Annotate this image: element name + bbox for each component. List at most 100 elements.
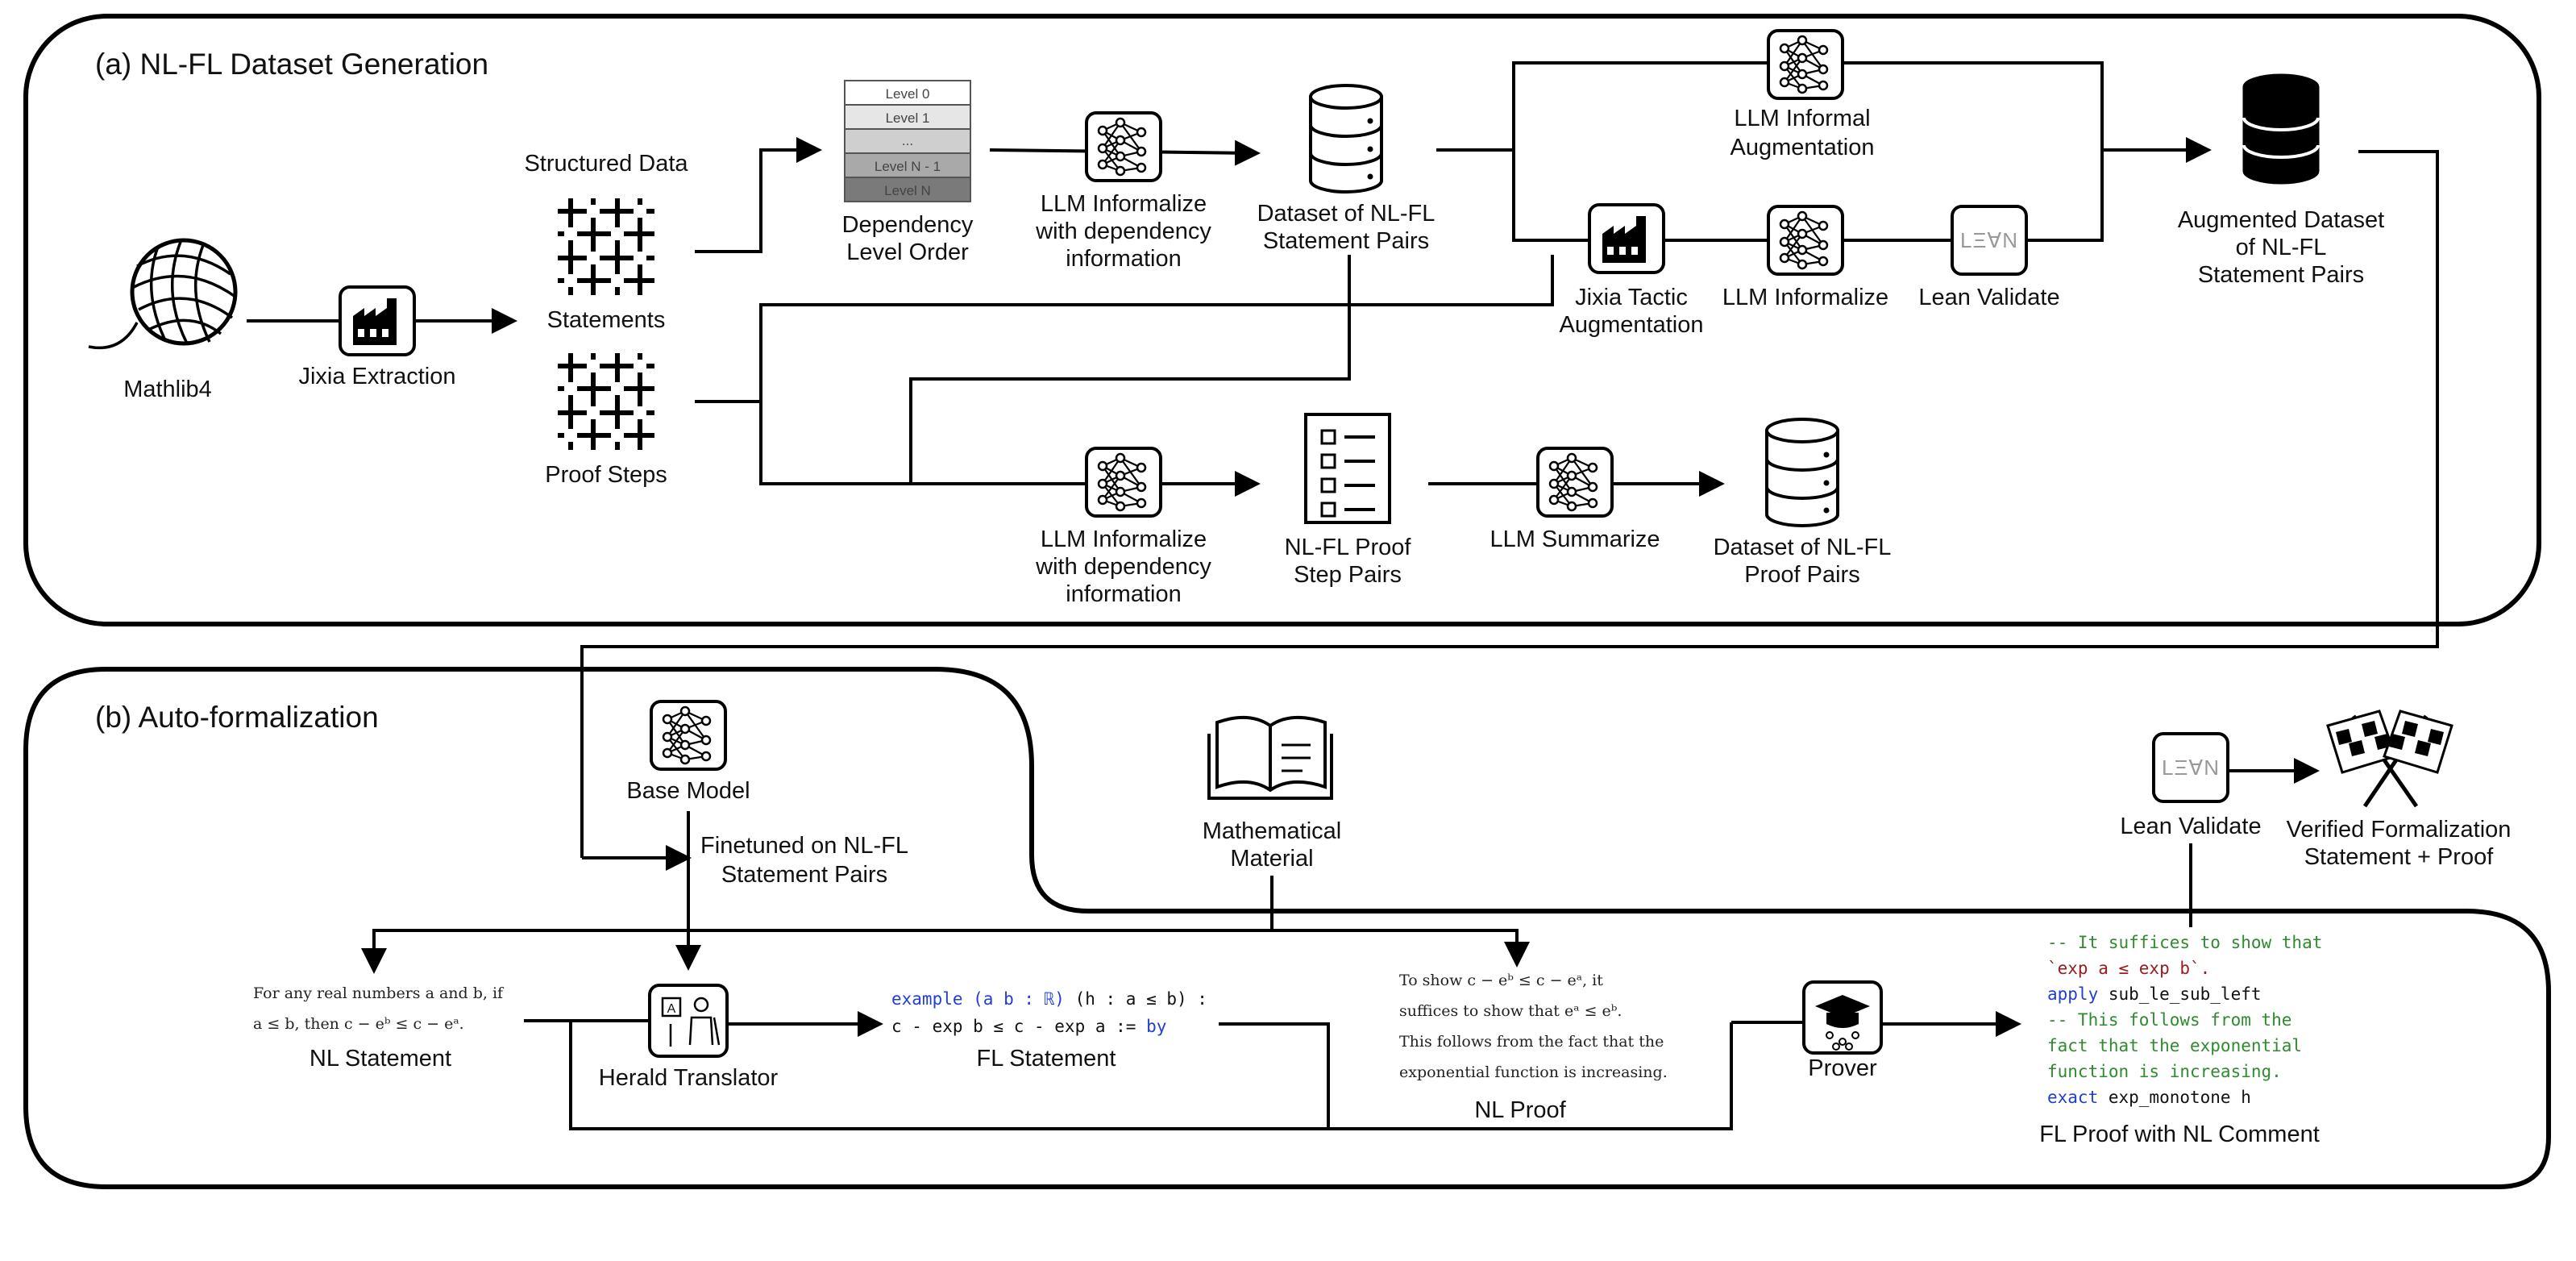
llm-informalize-dep2-1: LLM Informalize [1041,526,1207,552]
checkered-flags-icon [2326,710,2453,808]
fl-proof-c4: fact that the exponential [2047,1036,2302,1055]
llm-informal-aug-2: Augmentation [1730,135,1875,160]
statements-weave-icon [558,198,654,295]
llm-informal-aug-1: LLM Informal [1734,106,1870,131]
fl-proof-k1-line: apply sub_le_sub_left [2047,984,2262,1004]
llm-informal-aug-icon [1767,29,1844,100]
dataset-db-icon [1309,84,1383,194]
jixia-extraction-label: Jixia Extraction [298,364,455,389]
proof-step-pairs-1: NL-FL Proof [1285,535,1412,560]
dataset-statement-pairs-2: Statement Pairs [1263,228,1429,254]
jixia-tactic-1: Jixia Tactic [1575,285,1688,310]
llm-informalize-dep2-icon [1085,447,1162,518]
fl-code-kw1: example [891,989,963,1009]
herald-label: Herald Translator [599,1065,779,1091]
fl-proof-exact: exact [2047,1088,2098,1107]
dataset-proof-pairs-2: Proof Pairs [1744,562,1859,588]
herald-translator-icon: A [648,984,729,1058]
structured-data-label: Structured Data [524,151,688,177]
fl-code-hyp: (h : a ≤ b) : [1075,989,1207,1009]
nl-statement-label: NL Statement [310,1046,451,1072]
fl-proof-exact-rest: exp_monotone h [2098,1088,2251,1107]
arrow-to-nl-statement [361,929,1272,974]
line-augmented-to-finetune [580,150,2439,858]
lean-validate-label-a: Lean Validate [1918,285,2059,310]
dependency-label-2: Level Order [846,239,969,265]
llm-informalize-dep2-3: information [1066,581,1181,607]
base-model-label: Base Model [626,778,750,804]
llm-informalize-dep-icon [1085,111,1162,182]
statements-label: Statements [547,307,666,333]
finetuned-1: Finetuned on NL-FL [700,833,908,859]
lean-validate-icon [1951,205,2028,276]
jixia-tactic-2: Augmentation [1560,312,1704,338]
augmented-dataset-3: Statement Pairs [2198,262,2364,288]
augmented-dataset-2: of NL-FL [2236,235,2327,260]
level-ellipsis: ... [902,133,913,148]
arrow-statements-levels [695,137,822,253]
line-dataset-down [909,255,1351,484]
jixia-tactic-icon [1588,203,1665,274]
finetuned-2: Statement Pairs [721,862,887,888]
fl-code-args: (a b : ℝ) [963,989,1075,1009]
llm-informalize-dep-3: information [1066,246,1181,272]
nl-statement-text-2: a ≤ b, then c − eᵇ ≤ c − eᵃ. [253,1015,464,1033]
panel-b-title: (b) Auto-formalization [95,701,379,734]
fl-proof-apply-rest: sub_le_sub_left [2098,984,2261,1004]
math-material-1: Mathematical [1203,818,1341,844]
line-proofsteps-branch [695,255,1554,403]
lean-validate-label-b: Lean Validate [2120,814,2261,839]
fl-code-line-2: c - exp b ≤ c - exp a := by [891,1017,1166,1036]
panel-b-border [23,667,2551,1189]
nl-proof-label: NL Proof [1474,1097,1566,1123]
fl-proof-apply: apply [2047,984,2098,1004]
proof-step-pairs-2: Step Pairs [1294,562,1402,588]
proof-steps-label: Proof Steps [545,462,667,488]
base-model-icon [650,700,727,771]
prover-icon [1802,980,1883,1055]
llm-informalize-dep-2: with dependency [1035,218,1211,244]
mathlib-label: Mathlib4 [123,377,212,402]
nl-proof-text-4: exponential function is increasing. [1399,1063,1668,1081]
dataset-statement-pairs-1: Dataset of NL-FL [1257,201,1435,227]
svg-text:A: A [667,1002,676,1016]
book-icon [1207,715,1333,800]
dataset-proof-pairs-1: Dataset of NL-FL [1714,535,1892,560]
llm-informalize-dep-1: LLM Informalize [1041,191,1207,217]
verified-1: Verified Formalization [2287,817,2512,843]
nl-proof-text-3: This follows from the fact that the [1399,1033,1664,1051]
fl-proof-label: FL Proof with NL Comment [2039,1122,2320,1147]
llm-informalize-label: LLM Informalize [1722,285,1888,310]
yarn-icon [88,238,238,350]
fl-proof-c2: `exp a ≤ exp b`. [2047,959,2210,978]
arrow-to-nl-proof [1272,929,1530,968]
fl-code-body: c - exp b ≤ c - exp a := [891,1017,1146,1036]
fl-proof-k2-line: exact exp_monotone h [2047,1088,2251,1107]
math-material-2: Material [1230,846,1313,872]
nl-proof-text-2: suffices to show that eᵃ ≤ eᵇ. [1399,1002,1622,1020]
fl-code-line-1: example (a b : ℝ) (h : a ≤ b) : [891,989,1207,1009]
arrow-to-llm-dep2 [759,402,1261,497]
augmented-db-icon [2242,73,2320,185]
panel-a-border [23,14,2541,626]
lean-validate-icon-b [2152,732,2229,803]
prover-label: Prover [1808,1055,1877,1081]
level-n-1: Level N - 1 [875,159,941,174]
level-0: Level 0 [886,86,930,102]
line-dataset-upper [1436,61,2104,152]
proof-steps-weave-icon [558,353,654,450]
fl-proof-c1: -- It suffices to show that [2047,933,2322,952]
nl-proof-text-1: To show c − eᵇ ≤ c − eᵃ, it [1399,972,1603,989]
augmented-dataset-1: Augmented Dataset [2178,207,2384,233]
verified-2: Statement + Proof [2304,844,2494,870]
llm-summarize-label: LLM Summarize [1490,526,1660,552]
level-n: Level N [884,183,931,198]
proof-pairs-db-icon [1765,418,1839,527]
factory-icon [339,285,416,356]
level-stack: Level 0 Level 1 ... Level N - 1 Level N [844,80,971,202]
level-1: Level 1 [886,110,930,126]
llm-informalize-icon [1767,205,1844,276]
fl-proof-c3: -- This follows from the [2047,1010,2291,1030]
panel-a-title: (a) NL-FL Dataset Generation [95,48,488,81]
